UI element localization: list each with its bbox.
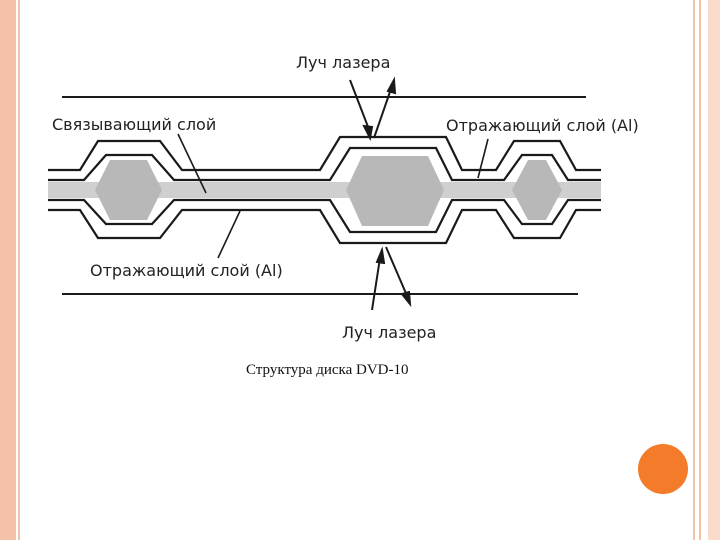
leader-reflective-top [477, 138, 489, 179]
upper-reflective-layer [48, 135, 601, 182]
label-laser-top: Луч лазера [296, 53, 390, 72]
accent-circle [638, 444, 688, 494]
label-bonding-layer: Связывающий слой [52, 115, 216, 134]
label-laser-bottom: Луч лазера [342, 323, 436, 342]
pit-middle [346, 156, 444, 226]
leader-reflective-bottom [217, 210, 241, 259]
pit-right [512, 160, 562, 220]
laser-beam-top [349, 76, 397, 142]
frame-right-bar [708, 0, 720, 540]
pit-left [95, 160, 162, 220]
laser-beam-bottom [371, 246, 412, 311]
label-reflective-bottom: Отражающий слой (Al) [90, 261, 283, 280]
diagram-caption: Структура диска DVD-10 [246, 362, 409, 378]
label-reflective-top: Отражающий слой (Al) [446, 116, 639, 135]
bonding-layer-band [48, 182, 601, 198]
leader-bonding-layer [177, 133, 207, 194]
frame-left-bar [0, 0, 16, 540]
lower-reflective-layer [48, 198, 601, 245]
